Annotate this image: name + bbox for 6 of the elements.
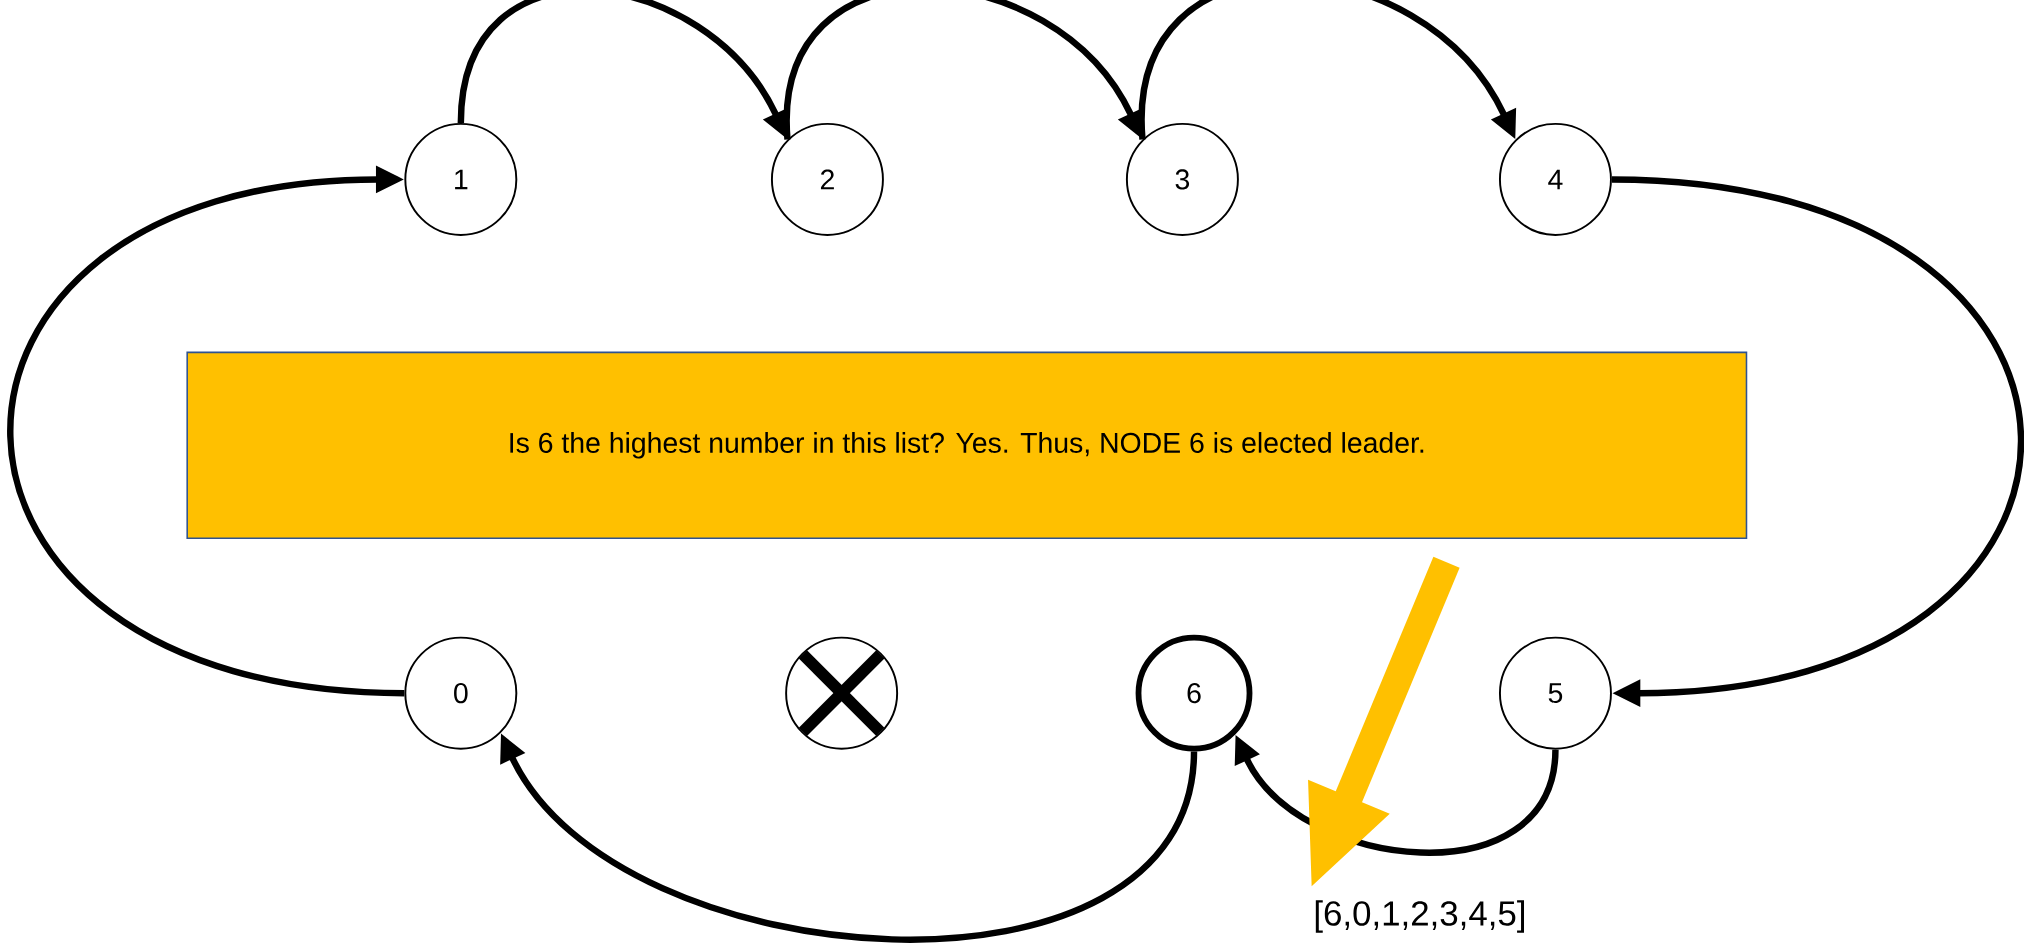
list-text: [6,0,1,2,3,4,5] <box>1315 900 1524 933</box>
crossed-circle <box>785 636 899 750</box>
curved-arrow <box>1139 0 1517 140</box>
curved-arrow <box>7 165 405 697</box>
message-box: Is 6 the highest number in this list? Yes. Thus, NODE 6 is elected leader. <box>186 351 1748 540</box>
curved-arrow <box>1611 176 2024 708</box>
